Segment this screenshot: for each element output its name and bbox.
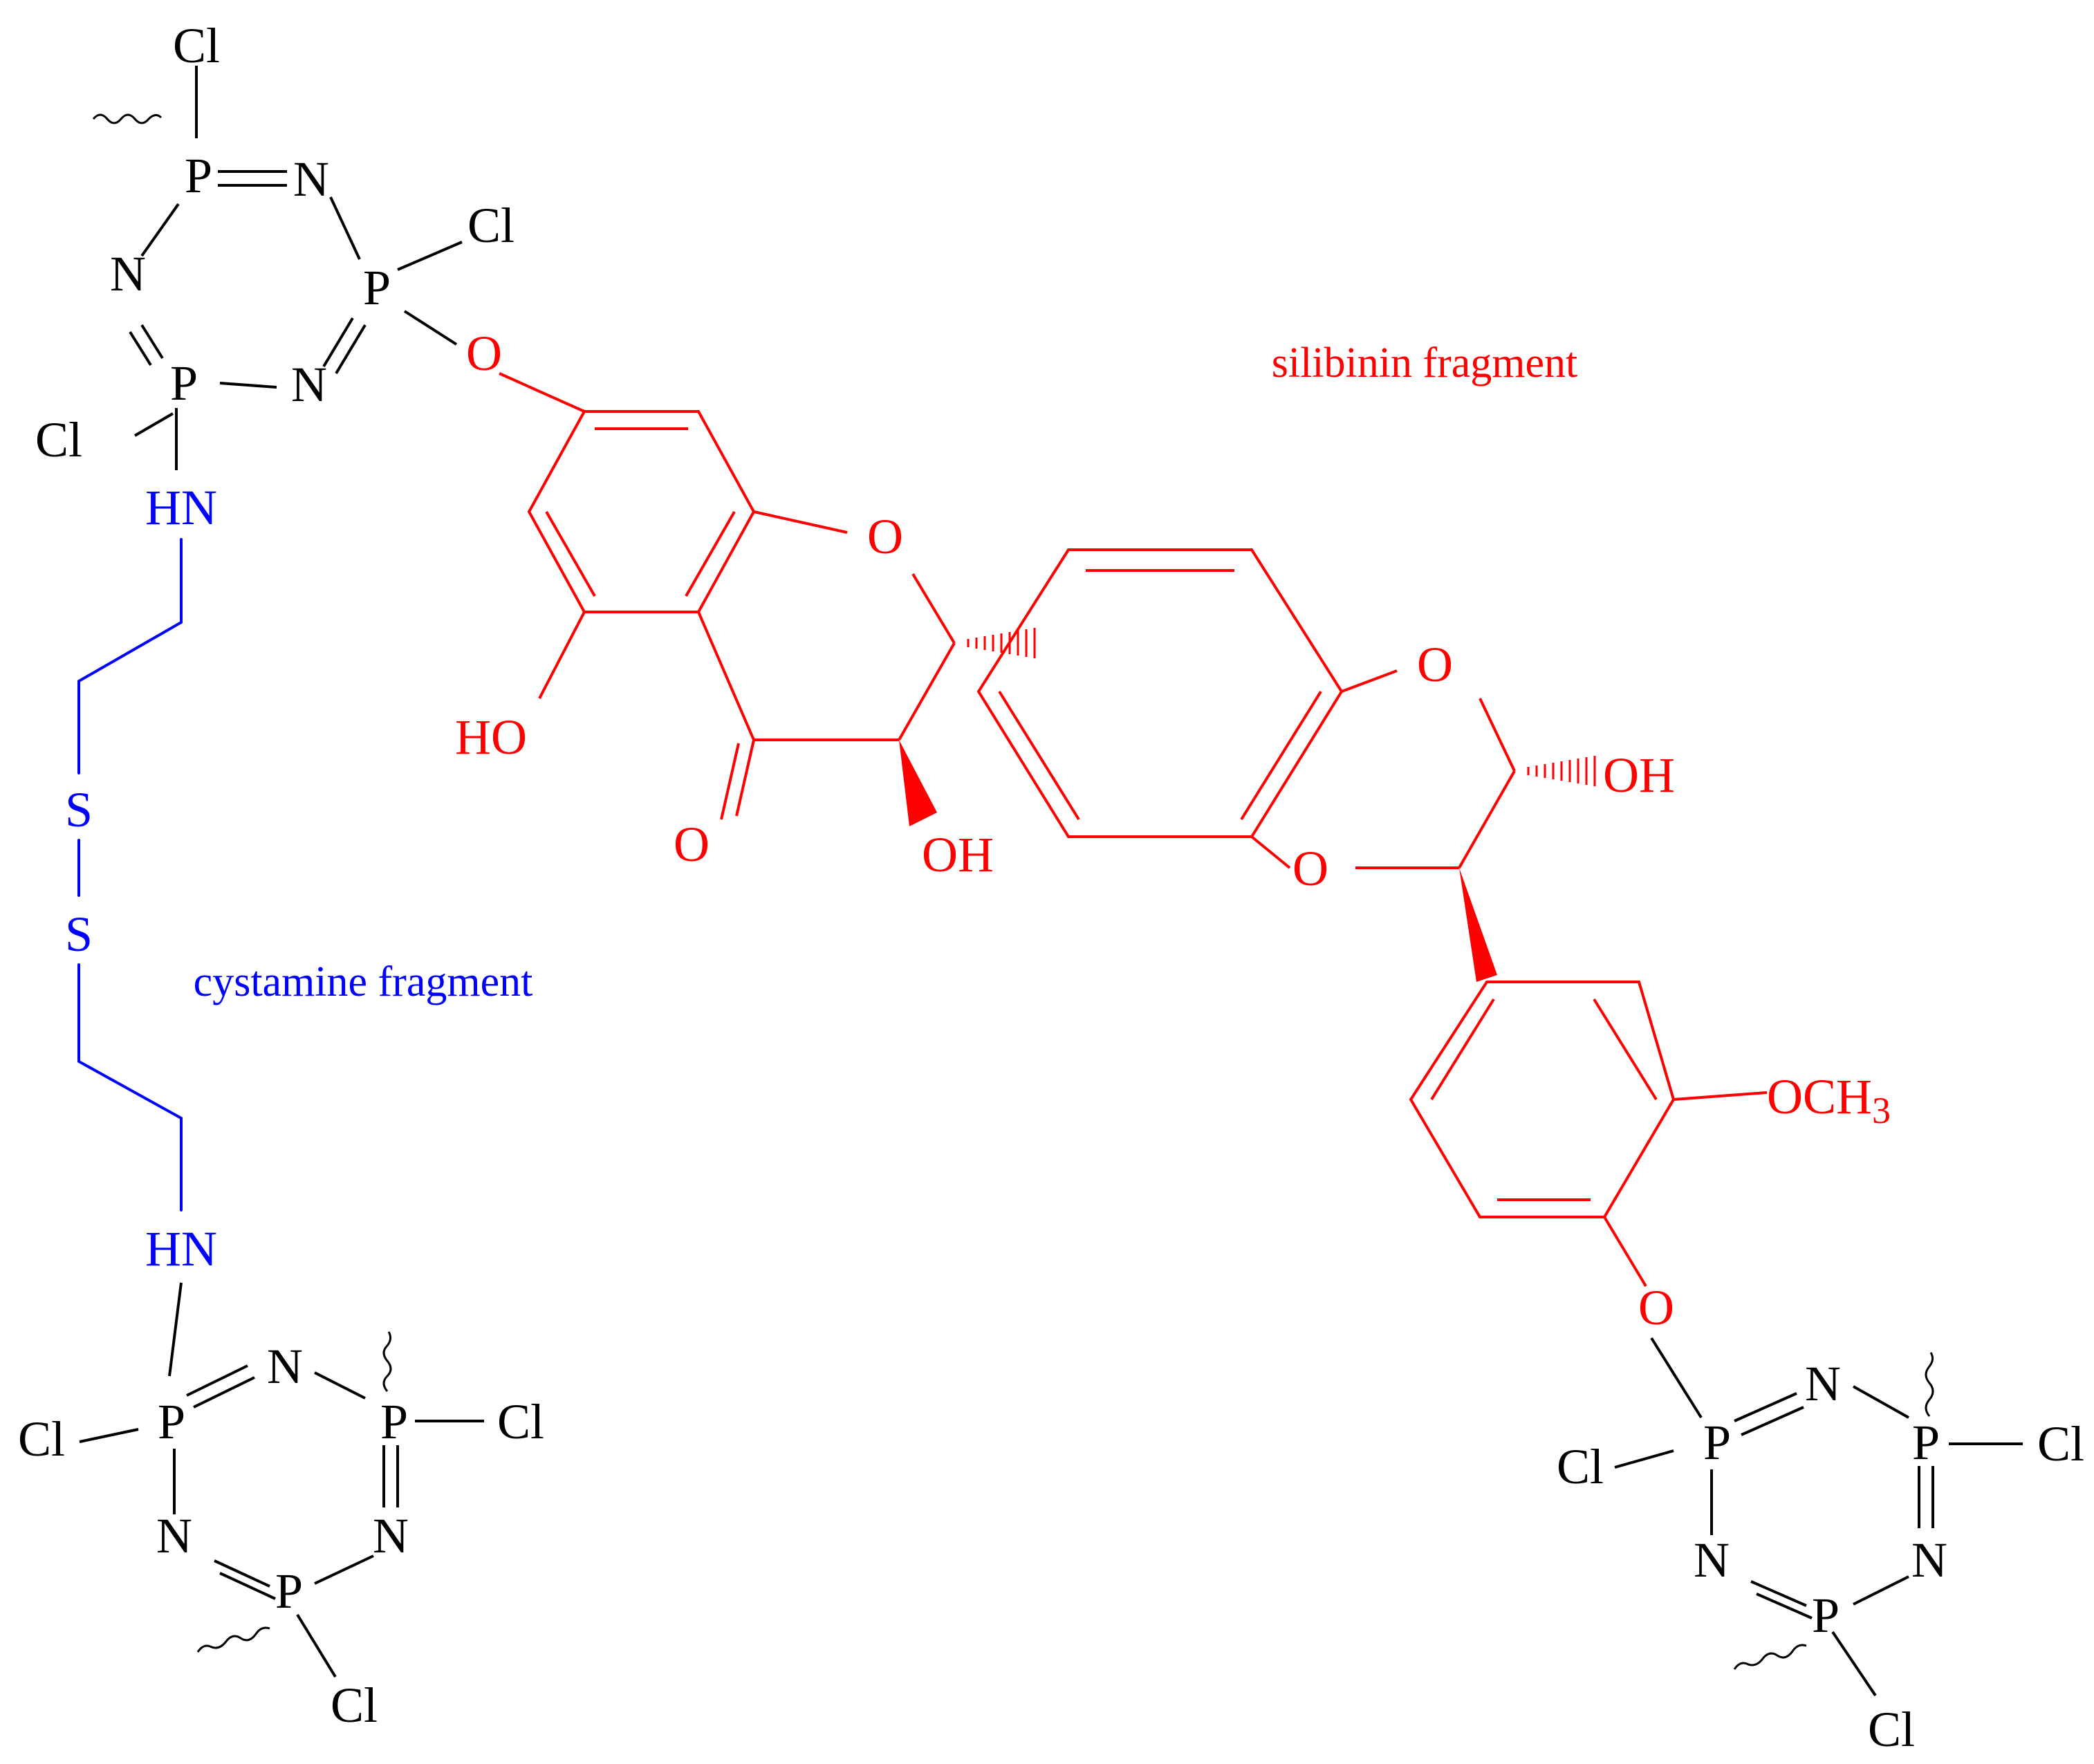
atom-n: N: [373, 1508, 409, 1563]
atom-o: O: [1292, 841, 1328, 896]
atom-cl: Cl: [1557, 1439, 1604, 1494]
atom-cl: Cl: [497, 1394, 544, 1449]
silibinin-skeleton: [499, 372, 1768, 1288]
atom-p: P: [158, 1394, 185, 1449]
atom-n: N: [1911, 1532, 1947, 1588]
cystamine-caption: cystamine fragment: [194, 958, 533, 1005]
atom-hn: HN: [145, 480, 217, 535]
atom-n: N: [267, 1339, 303, 1394]
atom-p: P: [380, 1394, 408, 1449]
cystamine-linker: [77, 538, 183, 1211]
atom-p: P: [1703, 1415, 1731, 1470]
atom-s: S: [65, 907, 93, 962]
atom-labels-red: O O HO O OH O OH O OCH3 O: [455, 326, 1891, 1335]
atom-cl: Cl: [18, 1411, 65, 1467]
atom-o: O: [867, 509, 903, 564]
atom-p: P: [170, 355, 198, 411]
atom-n: N: [1805, 1356, 1841, 1411]
atom-n: N: [156, 1508, 192, 1563]
atom-oh: OH: [1603, 748, 1675, 803]
atom-o: O: [674, 817, 710, 872]
phosphazene-ring-bottom-left: [79, 1282, 484, 1678]
atom-cl: Cl: [467, 198, 515, 253]
atom-p: P: [1912, 1415, 1940, 1470]
atom-p: P: [363, 260, 391, 315]
stereo-bonds: [899, 628, 1596, 982]
atom-s: S: [65, 782, 93, 837]
atom-n: N: [110, 246, 146, 301]
atom-cl: Cl: [35, 412, 82, 467]
atom-n: N: [1694, 1532, 1730, 1588]
atom-cl: Cl: [331, 1678, 378, 1733]
atom-n: N: [293, 151, 329, 207]
atom-p: P: [185, 148, 212, 203]
atom-cl: Cl: [1868, 1702, 1915, 1757]
phosphazene-ring-bottom-right: [1614, 1337, 2023, 1697]
atom-labels-blue: HN S S HN: [65, 480, 217, 1276]
atom-cl: Cl: [173, 18, 220, 73]
atom-ho: HO: [455, 709, 527, 765]
atom-och3: OCH3: [1767, 1069, 1891, 1131]
atom-o: O: [1417, 637, 1453, 692]
atom-oh: OH: [922, 827, 994, 882]
atom-labels-black: Cl P N Cl P N P N Cl N P Cl Cl P N N P C…: [18, 18, 2084, 1757]
atom-hn: HN: [145, 1221, 217, 1276]
atom-cl: Cl: [2037, 1416, 2084, 1471]
atom-p: P: [1812, 1588, 1840, 1643]
atom-n: N: [291, 357, 327, 412]
atom-p: P: [275, 1563, 303, 1619]
phosphazene-ring-top: [92, 66, 463, 470]
silibinin-caption: silibinin fragment: [1272, 340, 1578, 387]
atom-o: O: [1638, 1280, 1674, 1335]
atom-o: O: [466, 326, 502, 381]
